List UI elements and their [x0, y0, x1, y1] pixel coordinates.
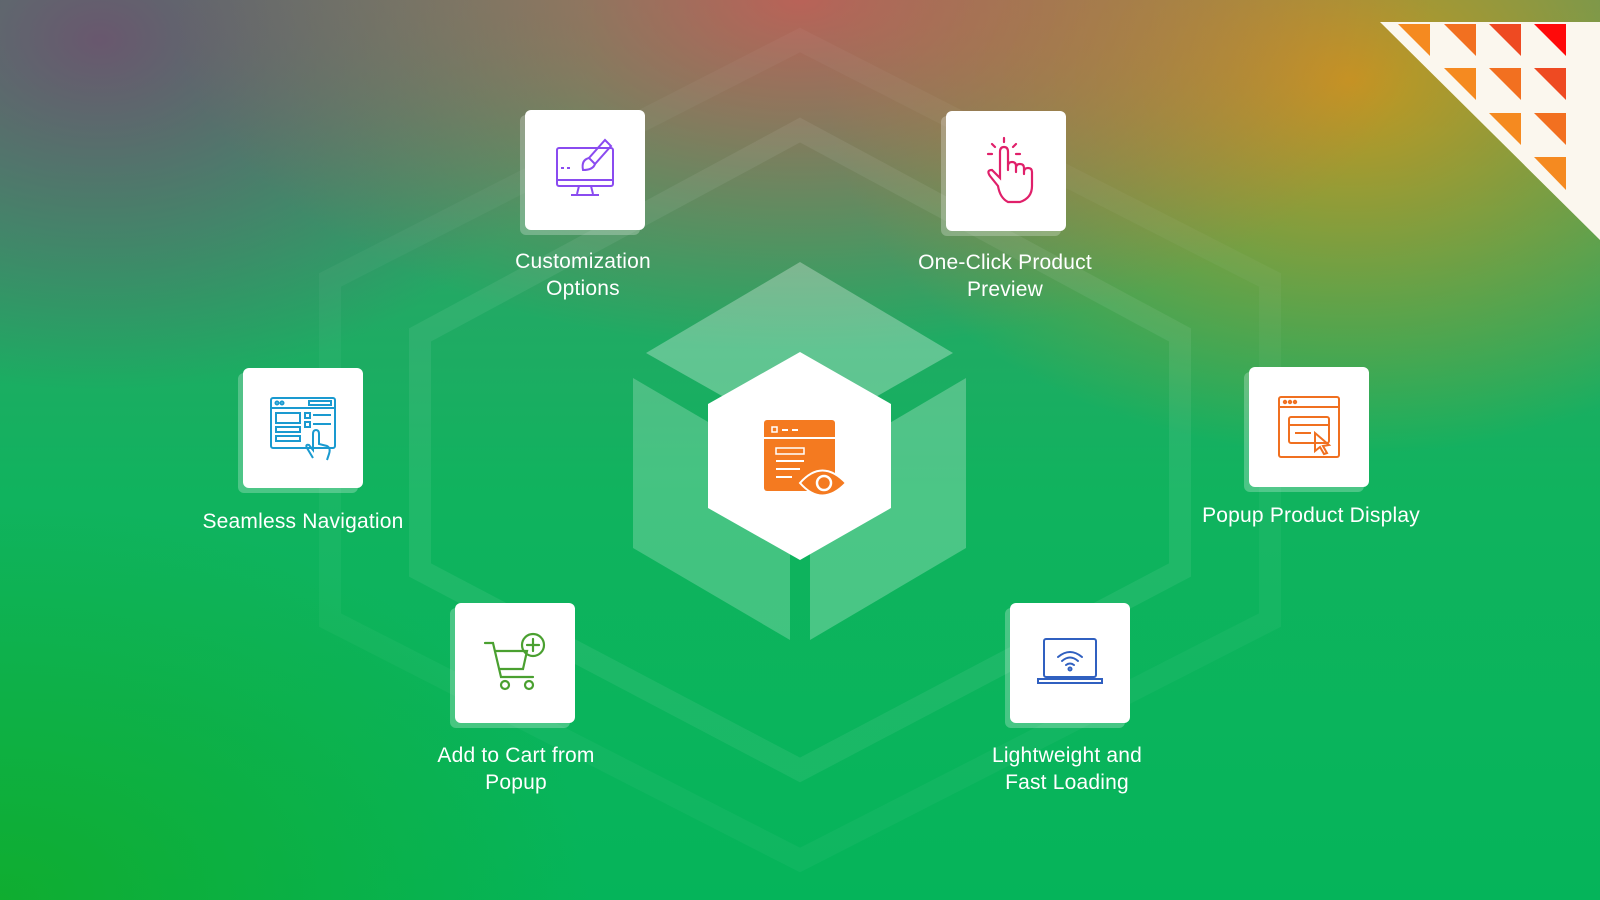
feature-card-popup-display	[1249, 367, 1369, 487]
popup-window-cursor-icon	[1278, 396, 1340, 458]
feature-label-customization: Customization Options	[453, 248, 713, 302]
laptop-wifi-icon	[1037, 638, 1103, 684]
feature-card-seamless-navigation	[243, 368, 363, 488]
feature-label-one-click-preview: One-Click Product Preview	[875, 249, 1135, 303]
product-preview-eye-icon	[764, 420, 848, 497]
feature-card-lightweight	[1010, 603, 1130, 723]
cart-add-icon	[483, 632, 546, 691]
label-line: Fast Loading	[1005, 771, 1129, 794]
feature-card-add-to-cart	[455, 603, 575, 723]
label-line: Seamless Navigation	[202, 510, 404, 533]
corner-triangle-pattern	[1380, 22, 1600, 240]
feature-label-lightweight: Lightweight and Fast Loading	[937, 742, 1197, 796]
feature-card-one-click-preview	[946, 111, 1066, 231]
hand-click-icon	[986, 136, 1034, 204]
feature-label-popup-display: Popup Product Display	[1181, 502, 1441, 529]
feature-card-customization	[525, 110, 645, 230]
label-line: One-Click Product	[918, 251, 1092, 274]
label-line: Lightweight and	[991, 744, 1143, 767]
label-line: Options	[546, 277, 620, 300]
label-line: Popup Product Display	[1202, 504, 1420, 527]
monitor-paintbrush-icon	[556, 138, 614, 196]
feature-label-seamless-navigation: Seamless Navigation	[173, 508, 433, 535]
label-line: Preview	[966, 278, 1044, 301]
feature-label-add-to-cart: Add to Cart from Popup	[386, 742, 646, 796]
label-line: Popup	[485, 771, 547, 794]
label-line: Add to Cart from	[437, 744, 595, 767]
website-navigation-icon	[270, 397, 336, 461]
label-line: Customization	[515, 250, 651, 273]
